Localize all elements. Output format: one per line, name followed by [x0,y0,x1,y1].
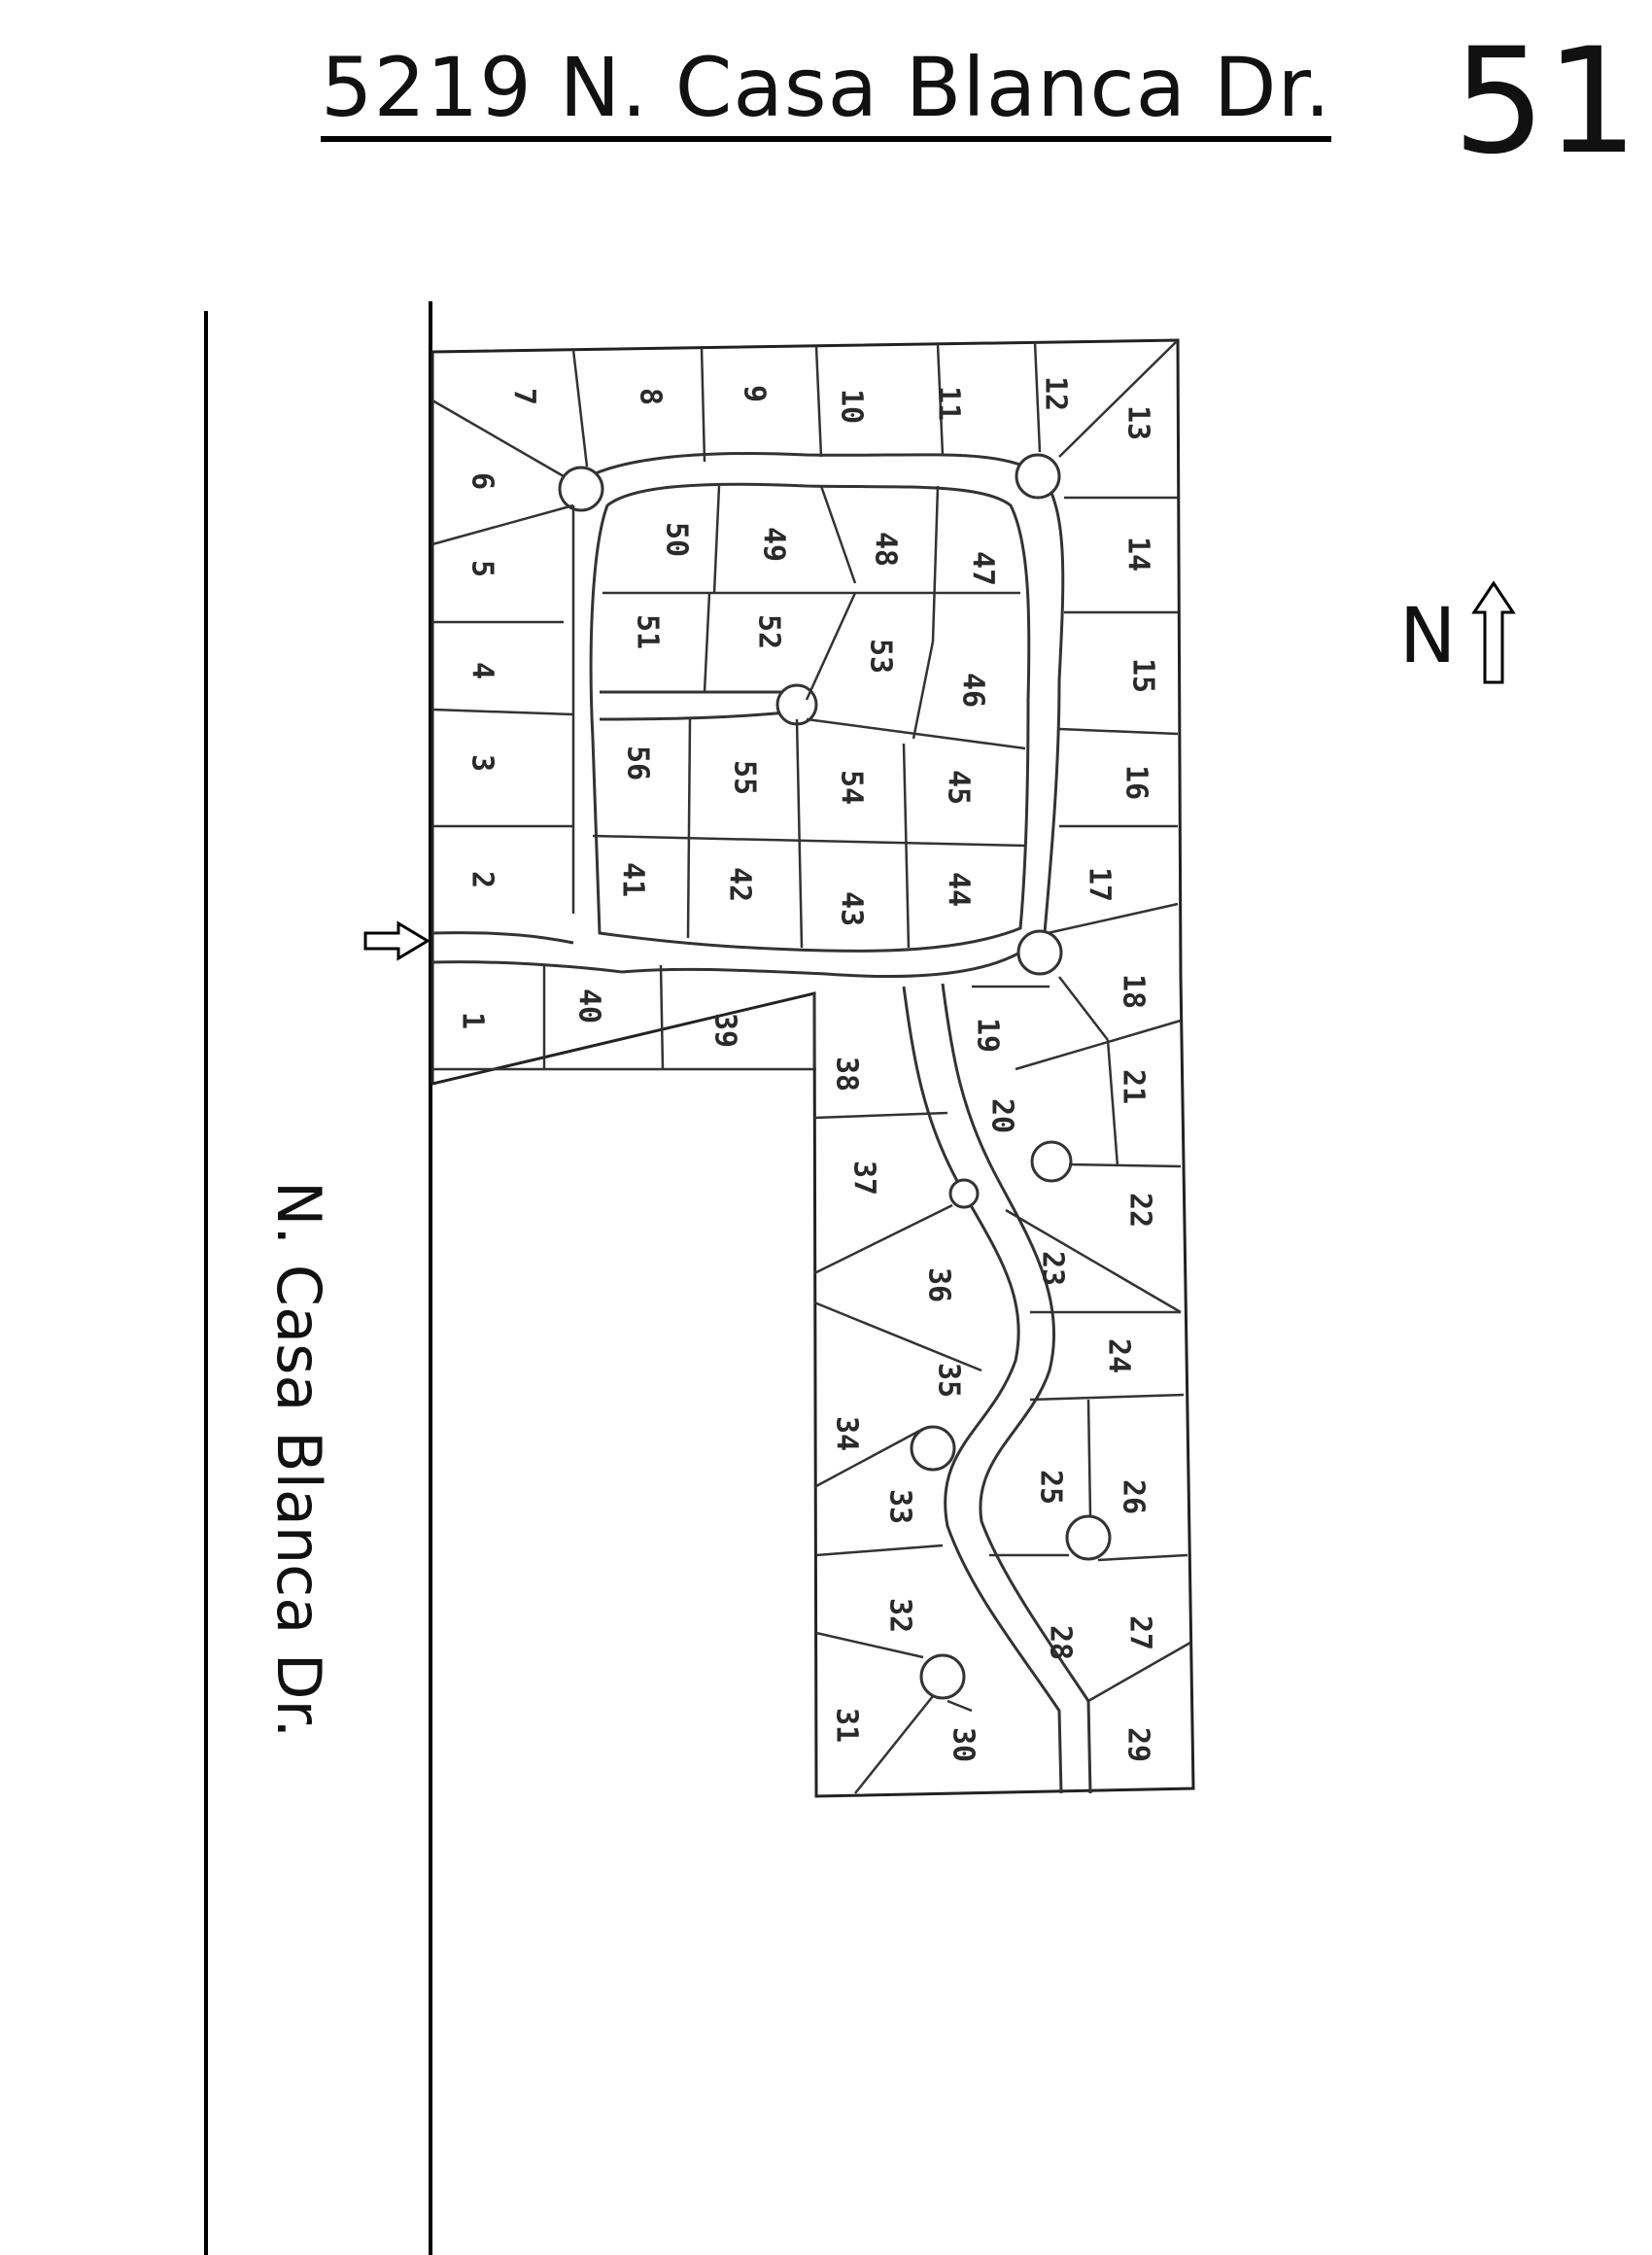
lot-label-48: 48 [869,532,903,567]
lot-label-50: 50 [660,522,694,557]
lot-label-11: 11 [932,386,966,421]
entrance-arrow-icon [363,920,430,961]
lot-label-6: 6 [465,472,499,490]
lot-label-22: 22 [1123,1193,1157,1228]
lot-label-53: 53 [864,639,898,674]
lot-label-38: 38 [830,1057,864,1092]
lot-label-36: 36 [922,1267,956,1302]
page-title: 5219 N. Casa Blanca Dr. [321,39,1332,142]
lot-label-14: 14 [1121,537,1155,572]
lot-label-29: 29 [1121,1727,1155,1762]
lot-label-54: 54 [835,770,869,805]
lot-label-49: 49 [757,527,791,562]
lot-label-4: 4 [465,662,499,679]
lot-label-20: 20 [985,1098,1019,1133]
cul-de-sacs [558,453,1112,1700]
north-indicator: N [1399,598,1456,676]
lot-label-42: 42 [723,867,757,902]
lot-label-8: 8 [634,388,668,405]
lot-label-52: 52 [752,614,786,649]
lot-label-24: 24 [1102,1338,1136,1373]
page-number: 51 [1453,17,1638,187]
lot-label-5: 5 [465,560,499,577]
lot-label-37: 37 [847,1161,881,1196]
lot-label-51: 51 [631,614,665,649]
lot-label-7: 7 [507,388,541,405]
interior-streets [431,452,1092,1794]
lot-label-27: 27 [1123,1615,1157,1650]
lot-label-39: 39 [708,1013,742,1048]
lot-label-44: 44 [942,872,976,907]
lot-label-45: 45 [942,770,976,805]
lot-label-23: 23 [1036,1251,1070,1286]
lot-label-9: 9 [738,385,772,402]
lot-label-56: 56 [621,746,655,781]
lot-label-43: 43 [835,891,869,926]
lot-label-2: 2 [465,871,499,888]
lot-label-12: 12 [1039,376,1073,411]
lot-label-13: 13 [1121,405,1155,440]
lot-label-25: 25 [1034,1470,1068,1505]
lot-label-32: 32 [883,1598,917,1633]
lot-label-18: 18 [1117,974,1151,1009]
lot-label-15: 15 [1126,658,1160,693]
lot-label-1: 1 [456,1012,490,1029]
lot-label-46: 46 [956,673,990,708]
lot-label-28: 28 [1044,1625,1078,1660]
lot-label-30: 30 [946,1727,981,1762]
lot-label-33: 33 [883,1489,917,1524]
lot-label-26: 26 [1117,1479,1151,1514]
lot-label-55: 55 [728,760,762,795]
lot-label-34: 34 [830,1416,864,1451]
lot-label-47: 47 [966,551,1000,586]
north-label: N [1399,593,1457,680]
lot-lines [431,341,1191,1794]
lot-label-31: 31 [830,1708,864,1743]
north-arrow-icon [1471,580,1516,684]
lot-label-16: 16 [1119,765,1153,800]
lot-label-41: 41 [616,862,650,897]
lot-label-21: 21 [1117,1069,1151,1104]
lot-label-19: 19 [971,1018,1005,1053]
lot-label-35: 35 [932,1363,966,1398]
lot-label-3: 3 [465,754,499,772]
lot-label-17: 17 [1083,867,1117,902]
lot-label-40: 40 [572,989,606,1023]
lot-label-10: 10 [835,389,869,424]
